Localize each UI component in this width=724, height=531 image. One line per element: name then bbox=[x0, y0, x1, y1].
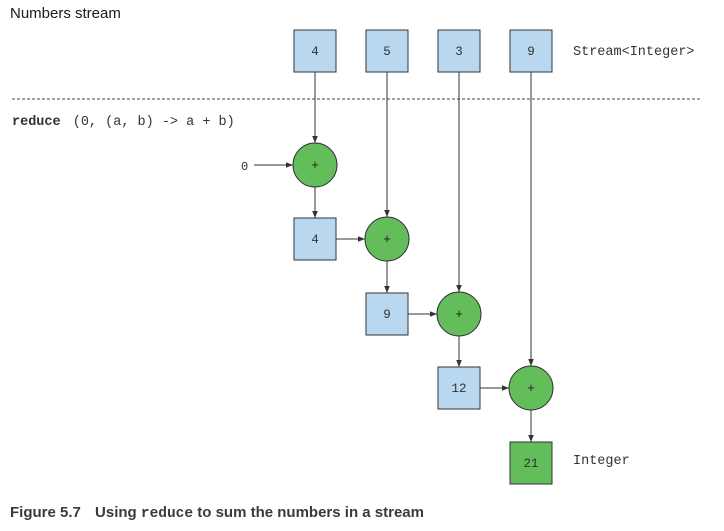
add-operator-1-symbol: + bbox=[311, 158, 319, 173]
diagram-nodes: 4 5 3 9 + + + +4 9 12 21 bbox=[292, 29, 554, 485]
stream-element-1-shape bbox=[293, 29, 337, 73]
partial-result-3-label: 12 bbox=[451, 382, 466, 396]
caption-code: reduce bbox=[140, 506, 194, 522]
final-result-shape bbox=[509, 441, 553, 485]
stream-element-1: 4 bbox=[293, 29, 337, 73]
add-operator-3-shape bbox=[436, 291, 482, 337]
final-result-label: 21 bbox=[523, 457, 538, 471]
caption-text-after: to sum the numbers in a stream bbox=[197, 504, 424, 521]
add-operator-2-symbol: + bbox=[383, 232, 391, 247]
partial-result-2: 9 bbox=[365, 292, 409, 336]
partial-result-1-label: 4 bbox=[311, 233, 319, 247]
stream-element-1-label: 4 bbox=[311, 45, 319, 59]
stream-element-3: 3 bbox=[437, 29, 481, 73]
stream-element-3-shape bbox=[437, 29, 481, 73]
diagram-title: Numbers stream bbox=[10, 5, 121, 22]
reduce-keyword: reduce bbox=[12, 115, 61, 130]
partial-result-2-shape bbox=[365, 292, 409, 336]
connector-arrows bbox=[254, 72, 534, 442]
partial-result-1-shape bbox=[293, 217, 337, 261]
stream-element-2: 5 bbox=[365, 29, 409, 73]
add-operator-4-symbol: + bbox=[527, 381, 535, 396]
initial-value: 0 bbox=[241, 160, 248, 174]
stream-type-label: Stream<Integer> bbox=[573, 45, 695, 60]
figure-number: Figure 5.7 bbox=[10, 504, 81, 521]
stream-element-4-label: 9 bbox=[527, 45, 535, 59]
stream-element-3-label: 3 bbox=[455, 45, 463, 59]
caption-text-before: Using bbox=[95, 504, 137, 521]
add-operator-2: + bbox=[364, 216, 410, 262]
reduce-call: reduce (0, (a, b) -> a + b) bbox=[12, 115, 235, 130]
add-operator-1-shape bbox=[292, 142, 338, 188]
result-type-label: Integer bbox=[573, 454, 630, 469]
partial-result-3: 12 bbox=[437, 366, 481, 410]
add-operator-2-shape bbox=[364, 216, 410, 262]
partial-result-1: 4 bbox=[293, 217, 337, 261]
add-operator-4: + bbox=[508, 365, 554, 411]
add-operator-1: + bbox=[292, 142, 338, 188]
stream-element-4: 9 bbox=[509, 29, 553, 73]
figure-caption: Figure 5.7 Using reduce to sum the numbe… bbox=[10, 504, 424, 522]
stream-element-2-label: 5 bbox=[383, 45, 391, 59]
stream-element-4-shape bbox=[509, 29, 553, 73]
reduce-args: (0, (a, b) -> a + b) bbox=[73, 115, 235, 130]
partial-result-2-label: 9 bbox=[383, 308, 391, 322]
add-operator-4-shape bbox=[508, 365, 554, 411]
stream-element-2-shape bbox=[365, 29, 409, 73]
add-operator-3: + bbox=[436, 291, 482, 337]
final-result: 21 bbox=[509, 441, 553, 485]
partial-result-3-shape bbox=[437, 366, 481, 410]
add-operator-3-symbol: + bbox=[455, 307, 463, 322]
